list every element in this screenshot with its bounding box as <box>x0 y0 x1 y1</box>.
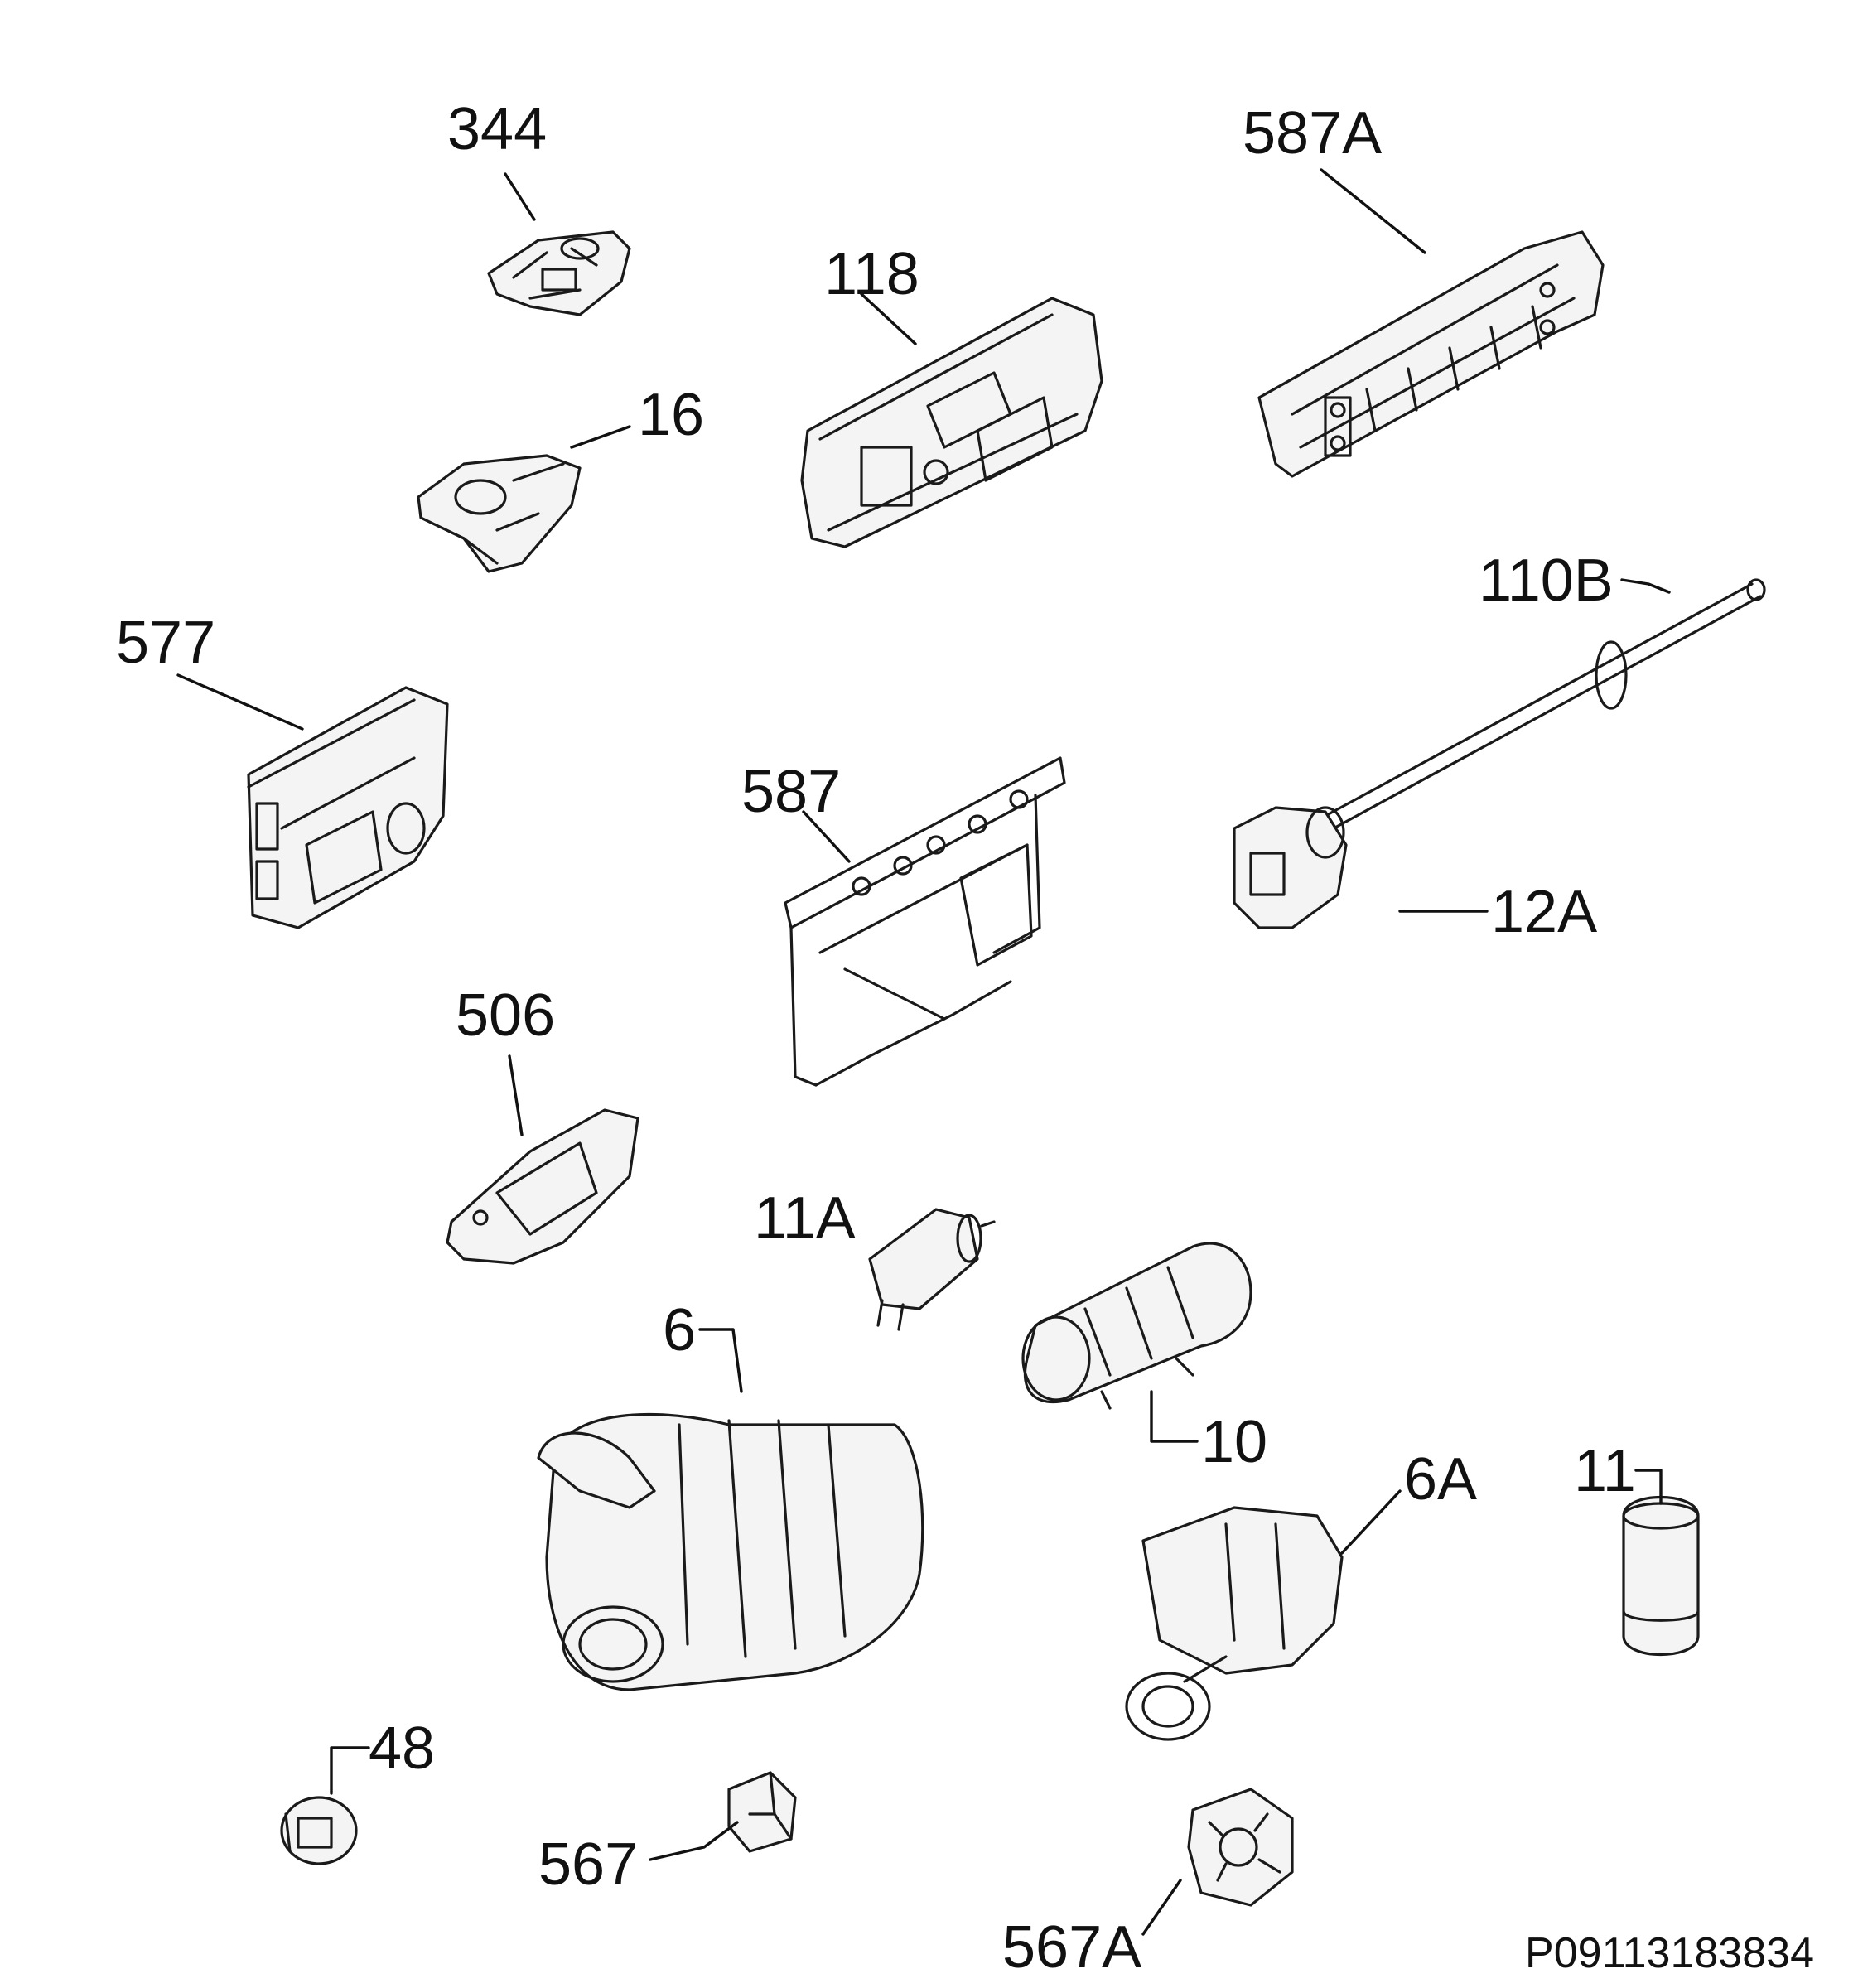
part-11-drawing <box>1622 1496 1700 1656</box>
label-506: 506 <box>456 982 555 1049</box>
part-577-drawing <box>247 686 449 929</box>
label-577: 577 <box>116 610 215 676</box>
label-11: 11 <box>1574 1438 1636 1504</box>
label-118: 118 <box>824 241 919 307</box>
label-110b: 110B <box>1479 548 1614 614</box>
leader-506 <box>508 1054 524 1136</box>
reference-code: P09113183834 <box>1525 1929 1814 1977</box>
leader-6a <box>1340 1489 1402 1555</box>
part-48-drawing <box>280 1796 358 1865</box>
part-567a-drawing <box>1187 1788 1294 1907</box>
label-16: 16 <box>638 382 704 448</box>
label-567: 567 <box>538 1831 638 1898</box>
label-587: 587 <box>741 759 841 825</box>
leader-587a <box>1320 168 1426 254</box>
label-48: 48 <box>369 1715 435 1782</box>
leader-587 <box>802 810 851 863</box>
label-6a: 6A <box>1404 1446 1477 1513</box>
leader-118 <box>860 292 917 345</box>
part-587-drawing <box>784 756 1066 1087</box>
part-6-drawing <box>537 1412 924 1691</box>
leader-16 <box>570 425 631 449</box>
part-587a-drawing <box>1257 230 1605 478</box>
leader-567a <box>1141 1879 1182 1936</box>
label-10: 10 <box>1201 1409 1267 1475</box>
label-344: 344 <box>447 96 547 162</box>
part-506-drawing <box>446 1108 639 1265</box>
part-10-drawing <box>1021 1242 1252 1410</box>
leader-11 <box>1634 1469 1663 1505</box>
part-567-drawing <box>727 1771 797 1853</box>
part-118-drawing <box>800 297 1103 548</box>
part-6a-drawing <box>1125 1506 1344 1741</box>
part-11a-drawing <box>868 1208 996 1331</box>
leader-567 <box>649 1821 739 1861</box>
label-11a: 11A <box>754 1185 856 1252</box>
leader-48 <box>330 1746 370 1795</box>
leader-577 <box>176 673 304 731</box>
leader-6 <box>698 1328 743 1393</box>
label-587a: 587A <box>1243 100 1382 166</box>
leader-110b <box>1620 578 1671 594</box>
part-16-drawing <box>417 454 582 573</box>
label-12a: 12A <box>1491 879 1597 945</box>
label-6: 6 <box>663 1297 696 1363</box>
leader-10 <box>1150 1390 1199 1443</box>
leader-344 <box>504 172 536 221</box>
label-567a: 567A <box>1002 1914 1141 1981</box>
part-344-drawing <box>487 230 631 316</box>
part-110b-12a-drawing <box>1233 578 1766 929</box>
